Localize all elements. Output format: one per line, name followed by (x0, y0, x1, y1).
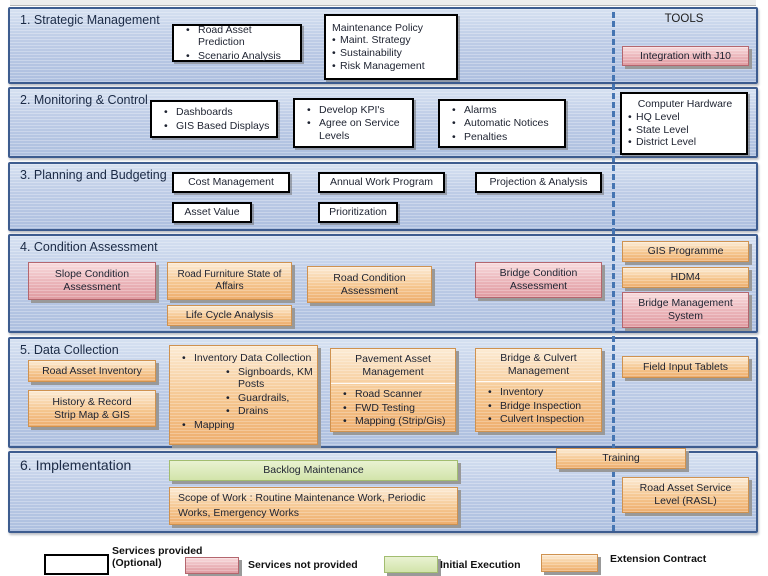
legend-label-services-provided: Services provided (Optional) (112, 545, 203, 570)
tools-column-header: TOOLS (664, 13, 704, 25)
rasl-box: Road Asset Service Level (RASL) (622, 477, 749, 513)
history-record-box: History & Record Strip Map & GIS (28, 390, 156, 427)
tools-column-divider (612, 12, 615, 531)
backlog-maintenance-box: Backlog Maintenance (169, 460, 458, 481)
box-title: Pavement Asset Management (331, 349, 455, 384)
bridge-management-system-box: Bridge Management System (622, 292, 749, 328)
annual-work-program-box: Annual Work Program (318, 172, 445, 193)
dashboards-box: Dashboards GIS Based Displays (150, 100, 278, 138)
pavement-asset-management-box: Pavement Asset Management Road Scanner F… (330, 348, 456, 432)
cost-management-box: Cost Management (172, 172, 290, 193)
box-line: Strip Map & GIS (54, 408, 130, 421)
bridge-condition-box: Bridge Condition Assessment (475, 262, 602, 298)
maintenance-policy-box: Maintenance Policy Maint. Strategy Susta… (324, 14, 458, 80)
projection-analysis-box: Projection & Analysis (475, 172, 602, 193)
slope-condition-box: Slope Condition Assessment (28, 262, 156, 300)
box-title: Computer Hardware (637, 98, 733, 111)
legend-label-initial-execution: Initial Execution (440, 559, 521, 571)
box-line: History & Record (52, 395, 132, 408)
integration-with-j10-box: Integration with J10 (622, 46, 749, 66)
row-title: 5. Data Collection (20, 343, 119, 357)
bullet-item: HQ Level (628, 111, 742, 124)
road-asset-inventory-box: Road Asset Inventory (28, 360, 156, 382)
bullet-item: Maint. Strategy (332, 34, 452, 47)
box-list: Inventory Bridge Inspection Culvert Insp… (476, 382, 601, 429)
bullet-item: Road Asset Prediction (180, 24, 296, 49)
life-cycle-analysis-box: Life Cycle Analysis (167, 305, 292, 326)
box-title: Maintenance Policy (332, 21, 424, 34)
row-title: 3. Planning and Budgeting (20, 168, 167, 182)
row-title: 1. Strategic Management (20, 13, 160, 27)
bullet-item: Alarms (446, 104, 560, 117)
field-input-tablets-box: Field Input Tablets (622, 356, 749, 378)
bullet-item: Develop KPI's (301, 104, 408, 117)
bullet-item: FWD Testing (337, 402, 451, 415)
bullet-item: Bridge Inspection (482, 400, 597, 413)
bullet-item: Risk Management (332, 60, 452, 73)
row-title: 6. Implementation (20, 457, 132, 473)
bullet-item: Automatic Notices (446, 117, 560, 130)
bullet-item: Signboards, KM Posts (220, 366, 313, 391)
bullet-item: Culvert Inspection (482, 413, 597, 426)
bullet-item: Guardrails, (220, 392, 313, 405)
bullet-item: Dashboards (158, 106, 272, 119)
bullet-item: Inventory (482, 386, 597, 399)
top-edge-artifact (10, 0, 756, 6)
bullet-item: State Level (628, 124, 742, 137)
bullet-item: Drains (220, 405, 313, 418)
road-asset-prediction-box: Road Asset Prediction Scenario Analysis (172, 24, 302, 62)
kpi-box: Develop KPI's Agree on Service Levels (293, 98, 414, 148)
legend-swatch-extension-contract (541, 554, 598, 572)
bullet-item: Inventory Data Collection (176, 352, 313, 365)
bullet-item: Mapping (176, 419, 313, 432)
training-box: Training (556, 448, 686, 469)
legend-label-extension-contract: Extension Contract (610, 553, 707, 565)
road-condition-box: Road Condition Assessment (307, 266, 432, 303)
bullet-item: Mapping (Strip/Gis) (337, 415, 451, 428)
alarms-box: Alarms Automatic Notices Penalties (438, 99, 566, 148)
gis-programme-box: GIS Programme (622, 241, 749, 262)
legend-label-services-not-provided: Services not provided (248, 559, 358, 571)
legend-swatch-initial-execution (384, 556, 438, 573)
bullet-item: Road Scanner (337, 388, 451, 401)
computer-hardware-box: Computer Hardware HQ Level State Level D… (620, 92, 748, 155)
bullet-item: Scenario Analysis (180, 50, 296, 63)
asset-value-box: Asset Value (172, 202, 252, 223)
bullet-item: Sustainability (332, 47, 452, 60)
box-title: Bridge & Culvert Management (476, 349, 601, 382)
bullet-item: Agree on Service Levels (301, 117, 408, 142)
bullet-item: Penalties (446, 131, 560, 144)
row-title: 4. Condition Assessment (20, 240, 158, 254)
inventory-data-collection-box: Inventory Data Collection Signboards, KM… (169, 345, 318, 445)
hdm4-box: HDM4 (622, 267, 749, 288)
scope-of-work-box: Scope of Work : Routine Maintenance Work… (169, 487, 458, 525)
box-list: Road Scanner FWD Testing Mapping (Strip/… (331, 384, 455, 431)
bridge-culvert-management-box: Bridge & Culvert Management Inventory Br… (475, 348, 602, 432)
road-furniture-box: Road Furniture State of Affairs (167, 262, 292, 300)
legend-swatch-services-not-provided (185, 557, 239, 574)
bullet-item: GIS Based Displays (158, 120, 272, 133)
bullet-item: District Level (628, 136, 742, 149)
row-title: 2. Monitoring & Control (20, 93, 148, 107)
legend-swatch-services-provided (44, 554, 109, 575)
prioritization-box: Prioritization (318, 202, 398, 223)
